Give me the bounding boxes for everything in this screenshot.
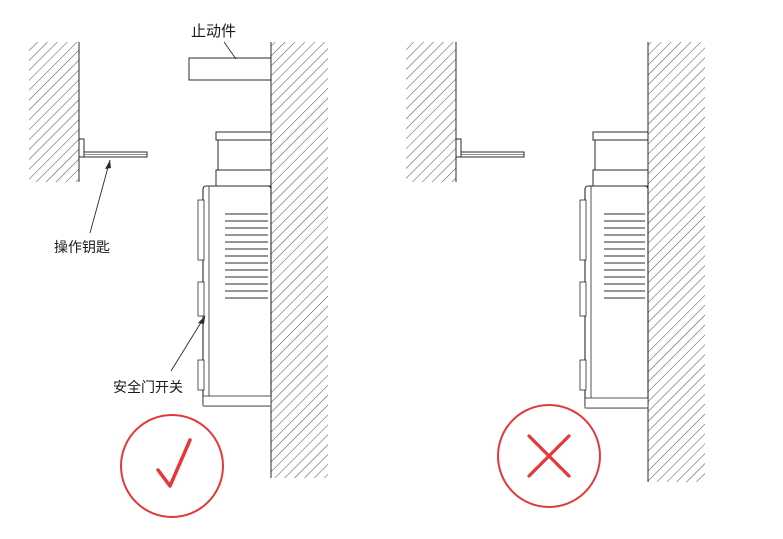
operating-key-incorrect (455, 138, 525, 158)
operating-key (78, 138, 148, 158)
operating-key-label: 操作钥匙 (54, 240, 110, 256)
safety-door-switch-incorrect (579, 131, 649, 409)
stopper (188, 57, 272, 81)
stopper-label: 止动件 (191, 22, 236, 40)
frame-wall-right-panel (648, 42, 705, 482)
correct-installation-panel: 止动件 操作钥匙 安全门开关 (29, 22, 328, 518)
checkmark-icon (120, 414, 224, 518)
door-wall-right (406, 42, 456, 182)
safety-door-switch (197, 131, 272, 407)
frame-wall-left-panel (271, 42, 328, 478)
safety-door-switch-label: 安全门开关 (113, 379, 183, 396)
cross-icon (497, 404, 601, 508)
incorrect-installation-panel (406, 42, 705, 508)
door-wall-left (29, 42, 79, 182)
